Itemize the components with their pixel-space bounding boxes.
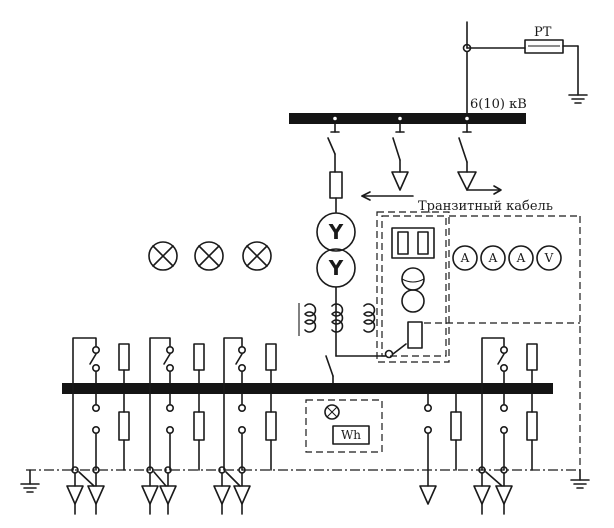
lv-fuse-lower: [265, 411, 277, 441]
cable-end-triangle: [391, 171, 409, 191]
ammeter-1: A: [452, 245, 478, 271]
cable-end-triangle: [87, 485, 105, 505]
power-transformer: Y Y: [316, 212, 356, 357]
lv-switch-contact: [92, 425, 101, 434]
ground-symbol-right: [570, 469, 590, 489]
svg-text:Y: Y: [328, 220, 344, 244]
svg-text:A: A: [460, 251, 470, 265]
lv-fuse-upper: [118, 343, 130, 371]
vt-fuses: [391, 227, 435, 259]
cable-end-triangle: [495, 485, 513, 505]
ammeter-2: A: [480, 245, 506, 271]
lv-switch-contact: [238, 403, 247, 412]
lv-switch-blade: [89, 353, 97, 365]
lv-fuse-upper: [193, 343, 205, 371]
lv-cable-crosslink: [78, 471, 95, 487]
svg-text:A: A: [516, 251, 526, 265]
voltmeter: V: [536, 245, 562, 271]
lv-loop-line: [481, 337, 505, 471]
ground-symbol-top: [568, 94, 588, 104]
hv-busbar: [289, 113, 526, 124]
voltage-transformer: [335, 267, 425, 359]
lv-switch-contact: [92, 363, 101, 372]
relay-label: РТ: [534, 25, 552, 40]
relay-rt: РТ: [524, 25, 579, 96]
voltage-label: 6(10) кВ: [470, 97, 527, 112]
indicator-lamp-3: [242, 241, 272, 271]
lv-switch-contact: [499, 345, 508, 354]
lv-feeders: [66, 337, 538, 515]
lv-switch-contact: [238, 363, 247, 372]
lv-switch-contact: [166, 425, 175, 434]
svg-text:A: A: [488, 251, 498, 265]
cable-end-triangle: [66, 485, 84, 505]
lv-switch-contact: [166, 403, 175, 412]
lv-loop-line: [149, 337, 171, 471]
lv-switch-contact: [499, 363, 508, 372]
lv-switch-contact: [423, 403, 432, 412]
indicator-lamp-1: [148, 241, 178, 271]
cable-end-triangle: [419, 485, 437, 505]
lv-switch-blade: [497, 353, 505, 365]
lv-loop-line: [223, 337, 243, 471]
svg-text:V: V: [544, 251, 554, 265]
cable-end-triangle: [213, 485, 231, 505]
ground-symbol-left: [20, 469, 40, 493]
lv-switch-contact: [92, 403, 101, 412]
lv-fuse-lower: [526, 411, 538, 441]
lv-loop-line: [72, 337, 97, 471]
cable-end-triangle: [457, 171, 477, 191]
cable-end-triangle: [473, 485, 491, 505]
indicator-lamps: [148, 241, 272, 271]
lv-fuse-upper: [265, 343, 277, 371]
hv-feeder-outgoing-2: [457, 123, 502, 195]
lv-switch-blade: [163, 353, 171, 365]
lv-fuse-upper: [526, 343, 538, 371]
lv-switch-contact: [238, 345, 247, 354]
panel-meters: A A A V: [452, 245, 562, 271]
cable-end-triangle: [141, 485, 159, 505]
lv-fuse-lower: [193, 411, 205, 441]
indicator-lamp-2: [194, 241, 224, 271]
lv-switch-contact: [92, 345, 101, 354]
lv-switch-contact: [238, 425, 247, 434]
hv-feeder-outgoing-1: [391, 123, 409, 191]
lv-cable-crosslink: [225, 471, 241, 487]
lv-fuse-lower: [450, 411, 462, 441]
transit-cable-label: Транзитный кабель: [418, 199, 553, 214]
current-transformer-coils: [298, 303, 376, 336]
hv-fuse: [329, 171, 343, 199]
vt-cabinet-inner: [381, 215, 447, 357]
lv-busbar: [62, 383, 553, 394]
meter-label: Wh: [341, 428, 361, 442]
cable-end-triangle: [233, 485, 251, 505]
lv-switch-blade: [235, 353, 243, 365]
lv-cable-crosslink: [153, 471, 167, 487]
hv-feeder-transformer: [327, 123, 343, 213]
lv-cable-crosslink: [485, 471, 503, 487]
lv-fuse-lower: [118, 411, 130, 441]
ammeter-3: A: [508, 245, 534, 271]
vt-cabinet-enclosure: [376, 211, 450, 363]
lv-switch-contact: [499, 403, 508, 412]
lv-switch-contact: [499, 425, 508, 434]
lv-switch-contact: [166, 345, 175, 354]
incoming-line: [462, 21, 526, 119]
cable-end-triangle: [159, 485, 177, 505]
lv-switch-contact: [166, 363, 175, 372]
svg-text:Y: Y: [328, 256, 344, 280]
energy-meter-box: Wh: [305, 399, 383, 453]
lv-switch-contact: [423, 425, 432, 434]
